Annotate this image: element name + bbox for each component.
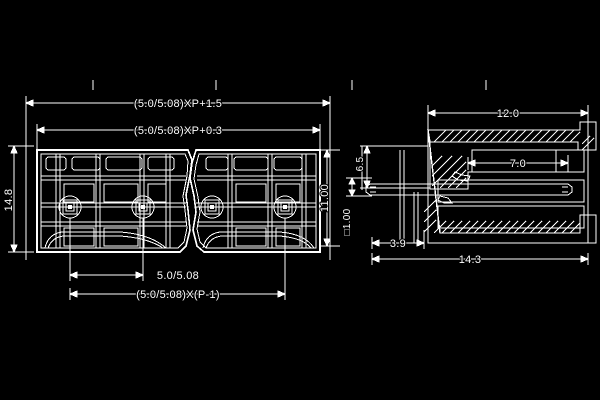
section-view-group bbox=[346, 80, 597, 265]
dim-label-section-mid-width: 7.0 bbox=[510, 158, 526, 170]
dim-label-front-left-height: 14.8 bbox=[3, 189, 15, 212]
dim-label-front-top-outer: (5.0/5.08)XP+1.5 bbox=[134, 98, 222, 110]
dim-label-section-left-lower: □1.00 bbox=[342, 208, 353, 235]
section-view-centerline-ticks bbox=[351, 80, 487, 90]
dim-label-section-top-width: 12.0 bbox=[497, 108, 520, 120]
dim-front-top-outer bbox=[24, 96, 332, 260]
dim-label-front-span: (5.0/5.08)X(P-1) bbox=[136, 289, 220, 301]
front-pin-marker bbox=[200, 195, 224, 219]
dim-front-left-height bbox=[8, 144, 34, 254]
section-body-outline bbox=[361, 121, 597, 244]
front-body-right bbox=[189, 149, 321, 296]
dim-front-span bbox=[68, 288, 287, 300]
dim-label-front-top-inner: (5.0/5.08)XP+0.3 bbox=[134, 125, 222, 137]
dim-label-section-bottom-total: 14.3 bbox=[459, 254, 482, 266]
front-body-left bbox=[36, 149, 193, 278]
dim-label-section-left-upper: 6.5 bbox=[355, 156, 366, 171]
dim-section-left-lower bbox=[346, 176, 372, 198]
dim-section-top-width bbox=[426, 105, 590, 243]
front-pin-marker bbox=[58, 195, 82, 278]
dim-label-front-right-height: 11.00 bbox=[319, 184, 331, 212]
dim-label-front-pitch: 5.0/5.08 bbox=[157, 270, 199, 282]
section-hatch-lower bbox=[423, 199, 581, 234]
dim-front-right-height bbox=[321, 148, 340, 248]
section-hatch-wedge bbox=[431, 155, 467, 189]
section-hatch-upper bbox=[433, 129, 595, 151]
dim-front-top-inner bbox=[35, 124, 322, 150]
dim-section-bottom-short bbox=[370, 230, 426, 249]
front-view-centerline-ticks bbox=[92, 80, 217, 90]
dim-front-pitch bbox=[68, 269, 145, 281]
front-view-group bbox=[8, 80, 340, 300]
front-pin-marker bbox=[273, 195, 297, 296]
front-pin-marker bbox=[131, 195, 155, 278]
dim-label-section-bottom-short: 3.9 bbox=[390, 238, 406, 250]
dim-section-bottom-total bbox=[370, 253, 590, 265]
